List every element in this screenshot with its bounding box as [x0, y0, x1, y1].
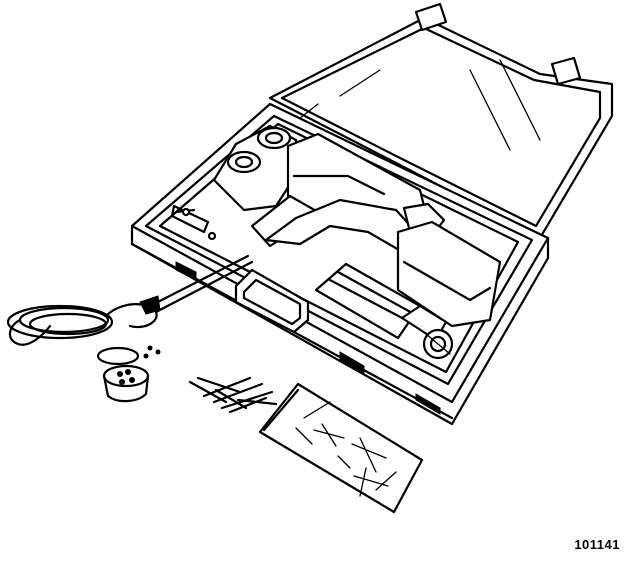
bagged-tips-icon: [258, 382, 424, 514]
power-cord-icon: [6, 254, 254, 346]
tip-holder-icon: [170, 124, 300, 241]
solder-tin-icon: [96, 345, 161, 403]
case-handle-icon: [234, 268, 310, 334]
figure-number: 101141: [574, 537, 620, 552]
soldering-gun-icon: [250, 132, 502, 360]
loose-tips-icon: [188, 376, 278, 414]
